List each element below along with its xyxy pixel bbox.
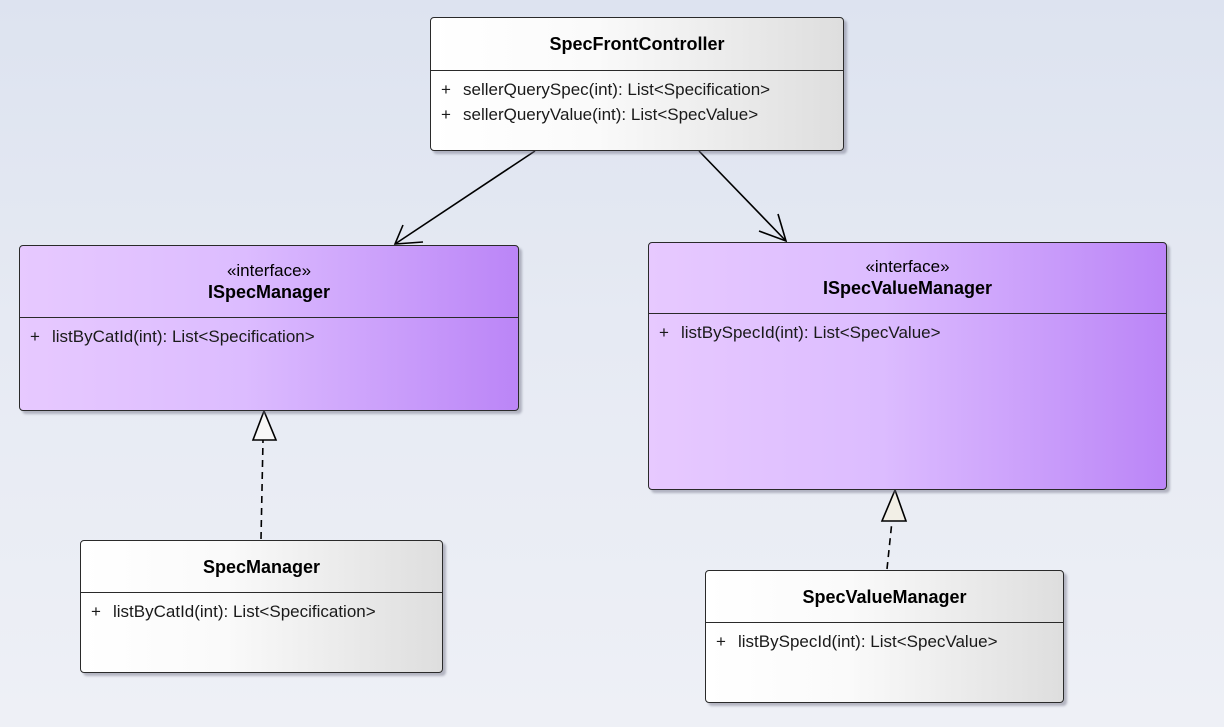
- class-header: «interface» ISpecManager: [20, 246, 518, 318]
- class-name: ISpecManager: [207, 281, 331, 302]
- interface-ispecvaluemanager[interactable]: «interface» ISpecValueManager + listBySp…: [648, 242, 1167, 490]
- visibility-marker: +: [716, 632, 726, 651]
- class-header: SpecValueManager: [706, 571, 1063, 623]
- visibility-marker: +: [441, 80, 451, 99]
- class-header: «interface» ISpecValueManager: [649, 243, 1166, 314]
- class-specvaluemanager[interactable]: SpecValueManager + listBySpecId(int): Li…: [705, 570, 1064, 703]
- operations-compartment: + listByCatId(int): List<Specification>: [20, 318, 518, 349]
- realization-specmanager-ispecmanager[interactable]: [253, 411, 276, 539]
- stereotype-label: «interface»: [865, 257, 950, 276]
- operations-compartment: + listBySpecId(int): List<SpecValue>: [649, 314, 1166, 345]
- operations-compartment: + listByCatId(int): List<Specification>: [81, 593, 442, 624]
- association-specfrontcontroller-ispecvaluemanager[interactable]: [699, 151, 786, 241]
- operation[interactable]: + listBySpecId(int): List<SpecValue>: [649, 320, 1166, 345]
- realization-specvaluemanager-ispecvaluemanager[interactable]: [882, 490, 906, 569]
- open-arrowhead: [395, 225, 423, 244]
- open-arrowhead: [759, 214, 786, 241]
- operation[interactable]: + listByCatId(int): List<Specification>: [20, 324, 518, 349]
- operation-signature: listByCatId(int): List<Specification>: [113, 602, 376, 621]
- operation-signature: listBySpecId(int): List<SpecValue>: [738, 632, 998, 651]
- operation-signature: sellerQueryValue(int): List<SpecValue>: [463, 105, 759, 124]
- visibility-marker: +: [30, 327, 40, 346]
- visibility-marker: +: [91, 602, 101, 621]
- operations-compartment: + listBySpecId(int): List<SpecValue>: [706, 623, 1063, 654]
- operation-signature: listByCatId(int): List<Specification>: [52, 327, 315, 346]
- class-name: ISpecValueManager: [822, 278, 993, 298]
- class-name: SpecManager: [202, 556, 321, 577]
- operation[interactable]: + listBySpecId(int): List<SpecValue>: [706, 629, 1063, 654]
- operation-signature: sellerQuerySpec(int): List<Specification…: [463, 80, 771, 99]
- class-header: SpecManager: [81, 541, 442, 593]
- hollow-triangle-arrowhead: [253, 411, 276, 440]
- class-name: SpecValueManager: [802, 586, 967, 607]
- class-header: SpecFrontController: [431, 18, 843, 71]
- association-specfrontcontroller-ispecmanager[interactable]: [395, 151, 535, 244]
- operation[interactable]: + sellerQuerySpec(int): List<Specificati…: [431, 77, 843, 102]
- stereotype-label: «interface»: [226, 260, 312, 280]
- operation[interactable]: + listByCatId(int): List<Specification>: [81, 599, 442, 624]
- operation-signature: listBySpecId(int): List<SpecValue>: [681, 323, 941, 342]
- operations-compartment: + sellerQuerySpec(int): List<Specificati…: [431, 71, 843, 127]
- visibility-marker: +: [441, 105, 451, 124]
- operation[interactable]: + sellerQueryValue(int): List<SpecValue>: [431, 102, 843, 127]
- hollow-triangle-arrowhead: [882, 490, 906, 521]
- interface-ispecmanager[interactable]: «interface» ISpecManager + listByCatId(i…: [19, 245, 519, 411]
- class-specfrontcontroller[interactable]: SpecFrontController + sellerQuerySpec(in…: [430, 17, 844, 151]
- visibility-marker: +: [659, 323, 669, 342]
- class-name: SpecFrontController: [549, 34, 725, 54]
- class-specmanager[interactable]: SpecManager + listByCatId(int): List<Spe…: [80, 540, 443, 673]
